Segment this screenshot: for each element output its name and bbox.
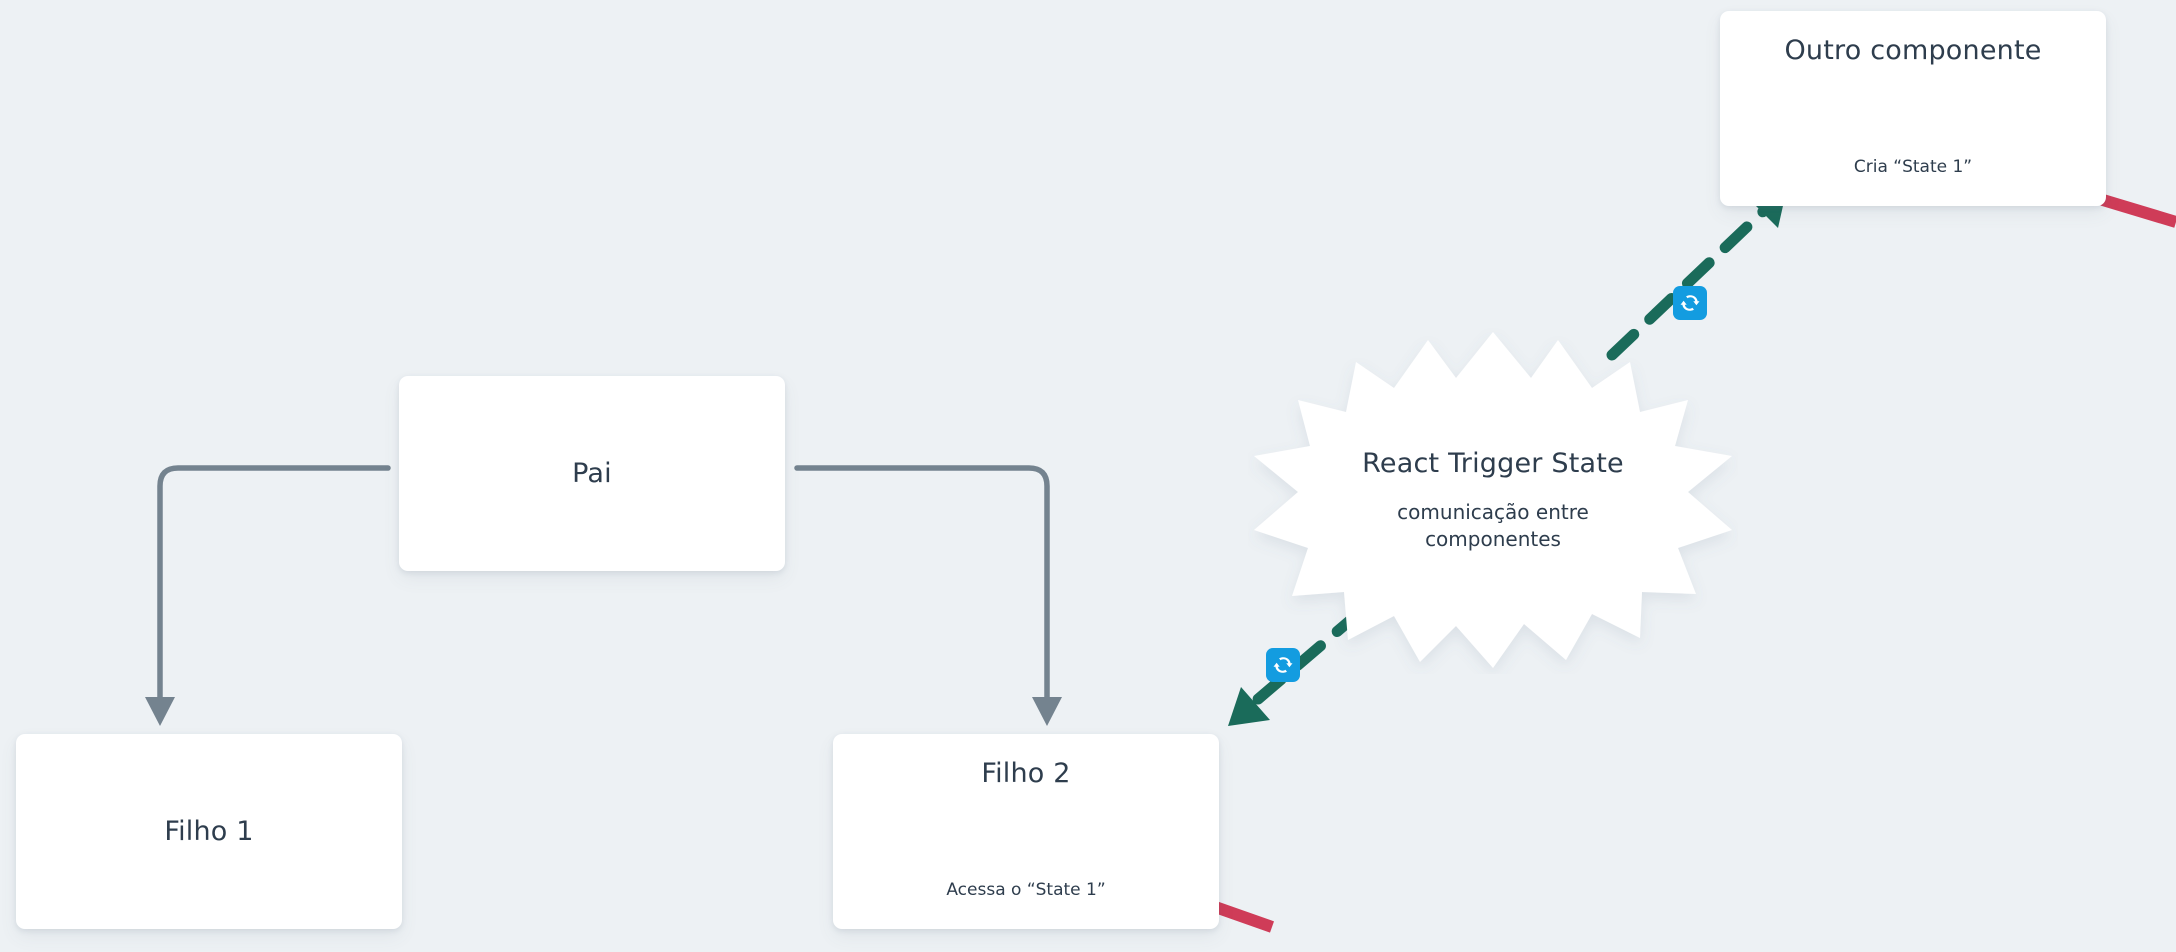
edge-pai-to-filho1 xyxy=(145,465,391,726)
node-filho1[interactable]: Filho 1 xyxy=(16,734,402,929)
node-outro-componente-subtitle: Cria “State 1” xyxy=(1853,156,1973,177)
sync-icon[interactable] xyxy=(1266,648,1300,682)
starburst-text-group: React Trigger State comunicação entre co… xyxy=(1328,447,1658,553)
sync-icon-glyph xyxy=(1680,295,1700,311)
node-filho2[interactable]: Filho 2 Acessa o “State 1” xyxy=(833,734,1219,929)
node-filho2-subtitle: Acessa o “State 1” xyxy=(946,879,1106,900)
node-react-trigger-state-title: React Trigger State xyxy=(1362,448,1624,480)
node-outro-componente-title: Outro componente xyxy=(1784,35,2042,66)
node-react-trigger-state[interactable]: React Trigger State comunicação entre co… xyxy=(1248,326,1738,674)
node-outro-componente[interactable]: Outro componente Cria “State 1” xyxy=(1720,11,2106,206)
node-filho1-title: Filho 1 xyxy=(164,815,254,847)
node-react-trigger-state-subtitle-line1: comunicação entre xyxy=(1397,499,1589,524)
edge-pai-to-filho2 xyxy=(794,465,1062,726)
node-filho2-title: Filho 2 xyxy=(981,758,1071,789)
node-react-trigger-state-subtitle-line2: componentes xyxy=(1425,526,1561,551)
starburst-shape xyxy=(1254,332,1732,668)
sync-icon[interactable] xyxy=(1673,286,1707,320)
node-pai-title: Pai xyxy=(572,457,612,489)
node-pai[interactable]: Pai xyxy=(399,376,785,571)
sync-icon-glyph xyxy=(1273,657,1293,673)
